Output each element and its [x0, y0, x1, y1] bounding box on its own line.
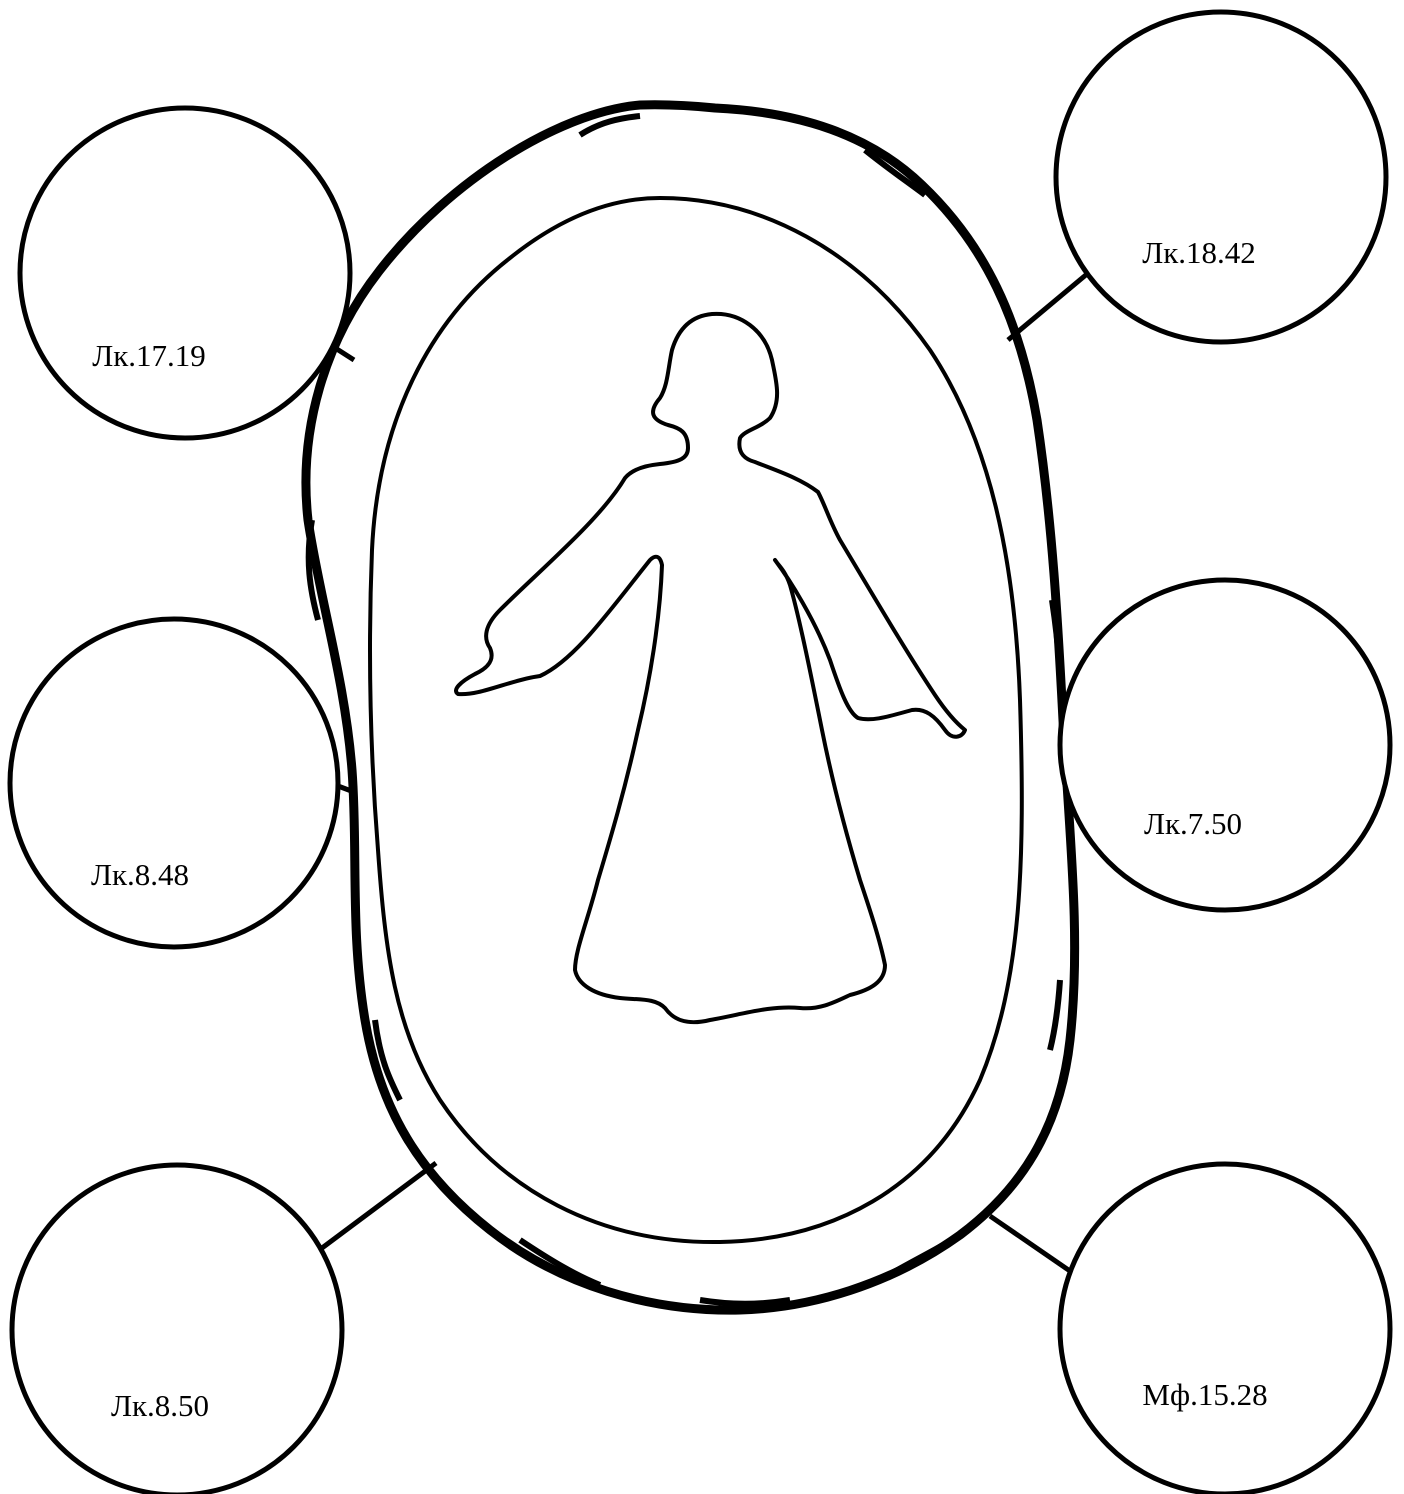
reference-label: Лк.18.42	[1142, 235, 1256, 270]
reference-circle-top-right: Лк.18.42	[1056, 12, 1386, 342]
connector-bottom-right	[990, 1216, 1070, 1271]
inner-oval	[370, 198, 1022, 1242]
reference-circle-mid-right: Лк.7.50	[1060, 580, 1390, 910]
robed-figure-outline-icon	[456, 314, 965, 1022]
reference-circle-bottom-right: Мф.15.28	[1060, 1164, 1390, 1494]
reference-circle-mid-left: Лк.8.48	[10, 619, 338, 947]
reference-circle-top-left: Лк.17.19	[20, 108, 350, 438]
reference-circle-bottom-left: Лк.8.50	[12, 1165, 342, 1494]
circle-outline	[10, 619, 338, 947]
reference-label: Лк.7.50	[1144, 806, 1242, 841]
circle-outline	[1060, 580, 1390, 910]
connector-top-right	[1008, 274, 1087, 340]
reference-label: Лк.17.19	[92, 338, 206, 373]
reference-label: Мф.15.28	[1142, 1377, 1267, 1412]
circle-outline	[1056, 12, 1386, 342]
circle-outline	[20, 108, 350, 438]
connectors	[322, 274, 1087, 1271]
outer-wavy-oval	[306, 105, 1075, 1310]
outer-oval-emphasis	[309, 116, 1062, 1304]
connector-bottom-left	[322, 1163, 436, 1248]
circle-outline	[1060, 1164, 1390, 1494]
circle-outline	[12, 1165, 342, 1494]
reference-label: Лк.8.48	[91, 857, 189, 892]
reference-label: Лк.8.50	[111, 1388, 209, 1423]
